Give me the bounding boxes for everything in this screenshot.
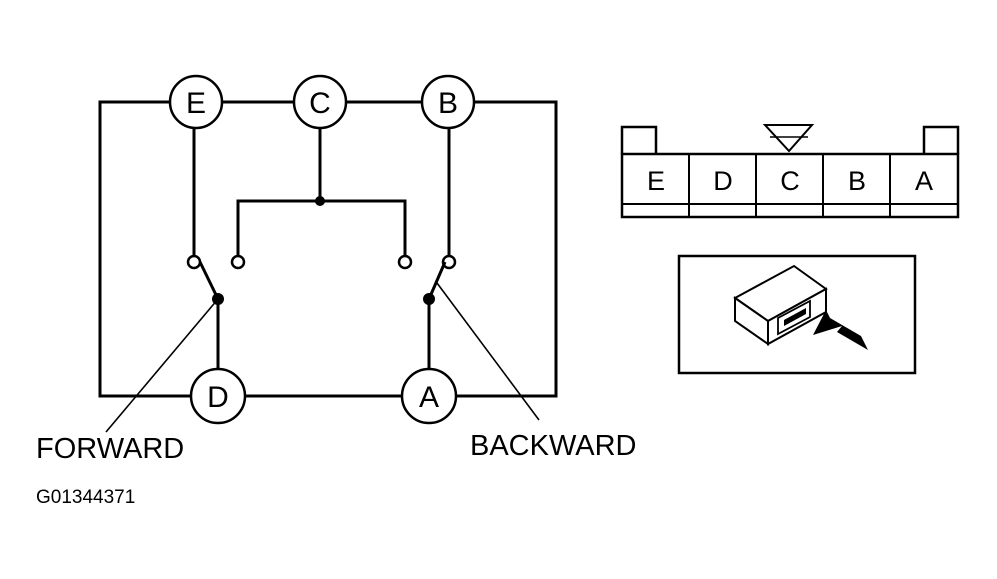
terminal-c: C [292, 74, 348, 130]
internal-wiring [192, 128, 451, 372]
terminal-d-circle [189, 367, 247, 425]
terminal-a-circle [400, 367, 458, 425]
wire-b-to-a-right [456, 100, 558, 398]
terminal-c-label: C [309, 87, 331, 120]
connector-right-latch [922, 125, 960, 154]
connector-face: E D C B A [620, 124, 960, 219]
connector-pin-label: E [647, 166, 665, 196]
backward-contact-no [397, 254, 413, 270]
junction-dot [315, 196, 325, 206]
forward-leader-line [105, 298, 219, 433]
backward-pivot [423, 293, 435, 305]
connector-pin-label: B [848, 166, 866, 196]
connector-body [620, 152, 960, 219]
wire-e-to-d-left [98, 100, 190, 398]
forward-contact-nc [186, 254, 202, 270]
terminal-d-label: D [207, 381, 229, 414]
backward-label: BACKWARD [470, 430, 637, 462]
polarity-key-triangle [762, 124, 815, 153]
forward-label: FORWARD [36, 433, 184, 465]
terminal-e-circle [168, 74, 224, 130]
connector-locator-inset [677, 254, 917, 375]
forward-switch [105, 254, 246, 433]
backward-leader-line [436, 282, 540, 421]
terminal-b-circle [420, 74, 476, 130]
connector-pin-label: D [713, 166, 733, 196]
forward-blade [198, 261, 220, 300]
figure-id: G01344371 [36, 487, 135, 508]
outer-wiring [98, 100, 558, 398]
terminal-c-circle [292, 74, 348, 130]
connector-pin-label: A [915, 166, 933, 196]
terminal-d: D [189, 367, 247, 425]
terminal-e: E [168, 74, 224, 130]
connector-3d-icon [733, 264, 828, 346]
terminal-b: B [420, 74, 476, 130]
backward-switch [397, 254, 540, 421]
arrow-icon [813, 310, 868, 350]
connector-3d-socket-inner [784, 308, 806, 326]
terminal-b-label: B [438, 87, 458, 120]
backward-blade [427, 261, 447, 300]
wire-c-bus [236, 199, 407, 256]
backward-contact-nc [441, 254, 457, 270]
connector-pin-label: C [780, 166, 800, 196]
forward-contact-no [230, 254, 246, 270]
connector-left-latch [620, 125, 658, 154]
terminal-a-label: A [419, 381, 439, 414]
terminal-a: A [400, 367, 458, 425]
terminal-e-label: E [186, 87, 206, 120]
